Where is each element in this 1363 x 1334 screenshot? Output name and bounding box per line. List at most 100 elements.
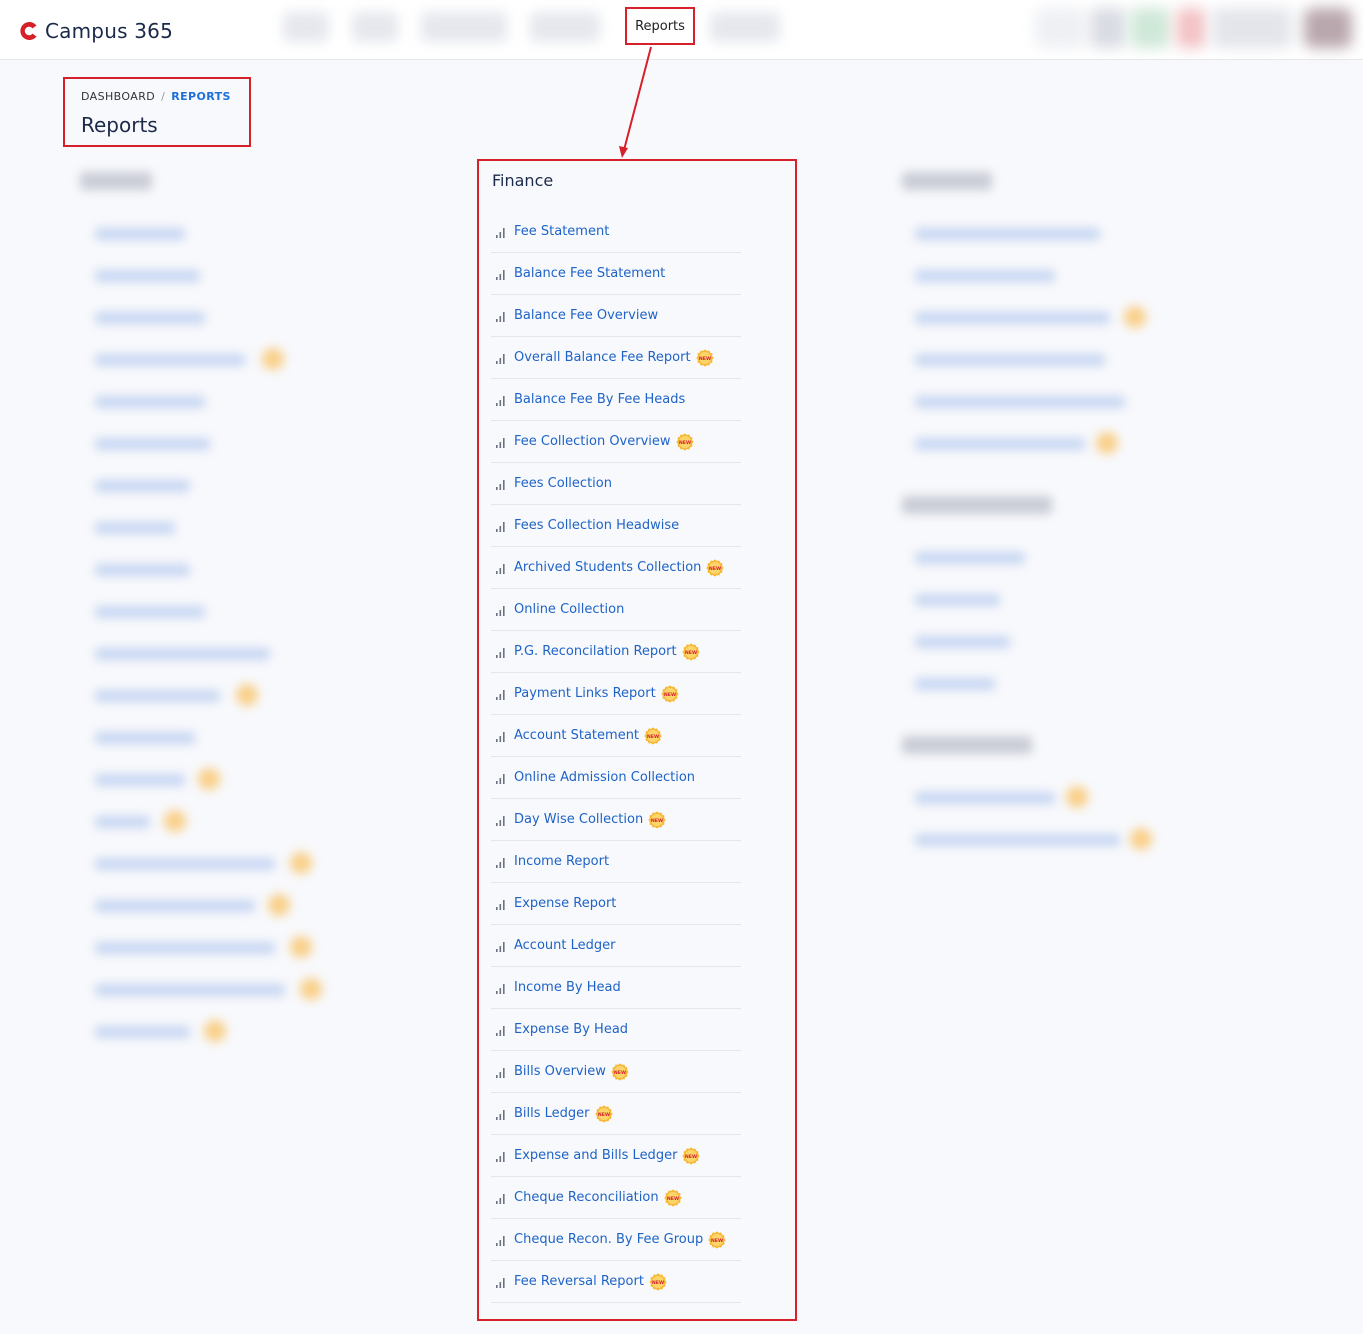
nav-item-blurred[interactable]: [283, 12, 329, 42]
new-badge-text: NEW: [664, 691, 676, 697]
new-badge-icon: NEW: [661, 684, 679, 703]
nav-item-blurred[interactable]: [352, 12, 398, 42]
finance-report-item[interactable]: Payment Links Report NEW: [491, 673, 741, 715]
finance-report-link[interactable]: Balance Fee By Fee Heads: [514, 392, 686, 407]
finance-report-item[interactable]: Bills Overview NEW: [491, 1051, 741, 1093]
finance-report-link[interactable]: Expense By Head: [514, 1022, 629, 1037]
finance-report-link[interactable]: Income By Head: [514, 980, 621, 995]
breadcrumb-dashboard[interactable]: DASHBOARD: [81, 90, 156, 103]
finance-report-link[interactable]: Payment Links Report: [514, 686, 656, 701]
toolbar-icon-blurred[interactable]: [1090, 8, 1126, 48]
nav-item-blurred[interactable]: [710, 12, 780, 42]
finance-report-link[interactable]: Fee Statement: [514, 224, 610, 239]
finance-report-item[interactable]: Balance Fee By Fee Heads: [491, 379, 741, 421]
campus-logo-icon: [20, 21, 37, 40]
new-badge-text: NEW: [685, 1153, 697, 1159]
bar-chart-icon: [496, 689, 505, 700]
finance-report-link[interactable]: Cheque Reconciliation: [514, 1190, 659, 1205]
bar-chart-icon: [496, 563, 505, 574]
finance-report-item[interactable]: Balance Fee Statement: [491, 253, 741, 295]
bar-chart-icon: [496, 1025, 505, 1036]
new-badge-icon: NEW: [644, 726, 662, 745]
finance-report-link[interactable]: Expense and Bills Ledger: [514, 1148, 678, 1163]
finance-report-item[interactable]: Online Collection: [491, 589, 741, 631]
bar-chart-icon: [496, 269, 505, 280]
toolbar-icon-blurred[interactable]: [1130, 8, 1170, 48]
finance-report-item[interactable]: Online Admission Collection: [491, 757, 741, 799]
finance-report-item[interactable]: Income By Head: [491, 967, 741, 1009]
finance-report-link[interactable]: Bills Ledger: [514, 1106, 590, 1121]
bar-chart-icon: [496, 773, 505, 784]
finance-report-link[interactable]: Online Collection: [514, 602, 625, 617]
finance-report-link[interactable]: Expense Report: [514, 896, 617, 911]
bar-chart-icon: [496, 605, 505, 616]
bar-chart-icon: [496, 1067, 505, 1078]
finance-report-link[interactable]: Account Statement: [514, 728, 640, 743]
finance-report-item[interactable]: Archived Students Collection NEW: [491, 547, 741, 589]
finance-report-link[interactable]: Fee Reversal Report: [514, 1274, 644, 1289]
new-badge-text: NEW: [652, 1279, 664, 1285]
finance-report-link[interactable]: Balance Fee Overview: [514, 308, 659, 323]
breadcrumb-reports: REPORTS: [171, 90, 231, 103]
finance-report-item[interactable]: Expense Report: [491, 883, 741, 925]
finance-report-link[interactable]: Income Report: [514, 854, 610, 869]
finance-report-item[interactable]: Fee Statement: [491, 211, 741, 253]
toolbar-icon-blurred[interactable]: [1035, 8, 1085, 48]
finance-report-link[interactable]: Archived Students Collection: [514, 560, 702, 575]
nav-reports-label: Reports: [635, 18, 685, 34]
finance-report-item[interactable]: Income Report: [491, 841, 741, 883]
finance-report-link[interactable]: Overall Balance Fee Report: [514, 350, 691, 365]
new-badge-text: NEW: [709, 565, 721, 571]
notification-icon-blurred[interactable]: [1176, 8, 1206, 48]
finance-report-link[interactable]: P.G. Reconcilation Report: [514, 644, 677, 659]
finance-report-link[interactable]: Fees Collection: [514, 476, 612, 491]
breadcrumb: DASHBOARD / REPORTS: [81, 90, 231, 103]
new-badge-icon: NEW: [681, 642, 700, 661]
app-name: Campus 365: [45, 19, 174, 43]
finance-report-item[interactable]: Fees Collection Headwise: [491, 505, 741, 547]
finance-report-link[interactable]: Fee Collection Overview: [514, 434, 671, 449]
user-name-blurred[interactable]: [1212, 8, 1292, 48]
finance-report-link[interactable]: Balance Fee Statement: [514, 266, 666, 281]
finance-report-item[interactable]: Expense By Head: [491, 1009, 741, 1051]
finance-report-link[interactable]: Day Wise Collection: [514, 812, 644, 827]
finance-report-item[interactable]: Fee Reversal Report NEW: [491, 1261, 741, 1303]
finance-report-item[interactable]: Fee Collection Overview NEW: [491, 421, 741, 463]
new-badge-icon: NEW: [611, 1062, 629, 1081]
breadcrumb-separator: /: [161, 90, 166, 103]
finance-report-item[interactable]: P.G. Reconcilation Report NEW: [491, 631, 741, 673]
nav-item-blurred[interactable]: [530, 12, 600, 42]
finance-report-item[interactable]: Overall Balance Fee Report NEW: [491, 337, 741, 379]
finance-report-item[interactable]: Bills Ledger NEW: [491, 1093, 741, 1135]
finance-report-item[interactable]: Account Statement NEW: [491, 715, 741, 757]
finance-report-link[interactable]: Bills Overview: [514, 1064, 606, 1079]
avatar[interactable]: [1304, 8, 1352, 48]
new-badge-text: NEW: [678, 439, 690, 445]
new-badge-text: NEW: [684, 649, 696, 655]
new-badge-text: NEW: [597, 1111, 609, 1117]
finance-report-link[interactable]: Fees Collection Headwise: [514, 518, 680, 533]
finance-report-link[interactable]: Cheque Recon. By Fee Group: [514, 1232, 704, 1247]
finance-report-link[interactable]: Account Ledger: [514, 938, 616, 953]
bar-chart-icon: [496, 983, 505, 994]
finance-report-item[interactable]: Account Ledger: [491, 925, 741, 967]
finance-report-item[interactable]: Fees Collection: [491, 463, 741, 505]
new-badge-text: NEW: [698, 355, 710, 361]
finance-report-item[interactable]: Balance Fee Overview: [491, 295, 741, 337]
finance-report-link[interactable]: Online Admission Collection: [514, 770, 696, 785]
bar-chart-icon: [496, 311, 505, 322]
app-logo[interactable]: Campus 365: [17, 16, 173, 46]
finance-report-item[interactable]: Expense and Bills Ledger NEW: [491, 1135, 741, 1177]
bar-chart-icon: [496, 353, 505, 364]
finance-heading: Finance: [492, 171, 554, 190]
new-badge-icon: NEW: [594, 1104, 613, 1123]
nav-item-blurred[interactable]: [421, 12, 507, 42]
nav-reports-tab[interactable]: Reports: [625, 7, 695, 45]
bar-chart-icon: [496, 1109, 505, 1120]
page-title: Reports: [81, 113, 158, 137]
